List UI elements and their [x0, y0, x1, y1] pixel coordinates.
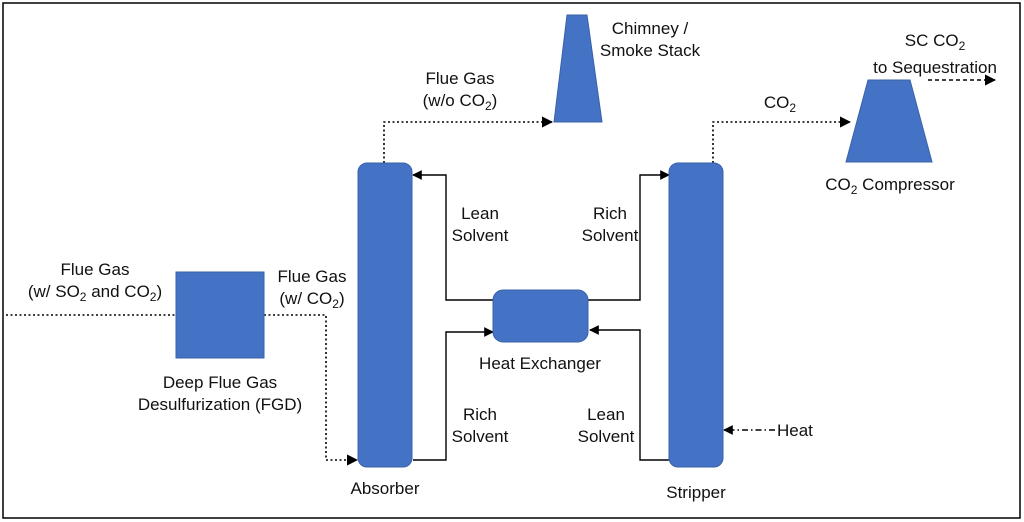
stripper-column — [668, 162, 724, 468]
co2-stream-label: CO2 — [763, 93, 797, 115]
flue-gas-out-line — [383, 116, 554, 163]
heat-label: Heat — [777, 421, 813, 440]
co2-product-line — [712, 116, 852, 163]
rich-solvent-to-stripper-line — [588, 170, 670, 301]
rich-solvent-top-label: Rich Solvent — [581, 204, 639, 245]
fgd-unit — [175, 271, 265, 359]
flue-gas-inlet-label: Flue Gas (w/ SO2 and CO2) — [27, 260, 163, 304]
lean-solvent-to-exchanger-line — [589, 325, 669, 461]
fgd-label: Deep Flue Gas Desulfurization (FGD) — [137, 373, 303, 414]
rich-solvent-bottom-label: Rich Solvent — [451, 405, 509, 446]
heat-exchanger-label: Heat Exchanger — [479, 354, 601, 373]
absorber-label: Absorber — [350, 479, 420, 498]
rich-solvent-to-exchanger-line — [413, 327, 494, 461]
flue-gas-out-label: Flue Gas (w/o CO2) — [422, 69, 498, 113]
heat-exchanger-unit — [492, 289, 589, 343]
lean-solvent-top-label: Lean Solvent — [451, 204, 509, 245]
absorber-column — [357, 162, 413, 468]
sc-co2-label: SC CO2 to Sequestration — [873, 31, 997, 77]
stripper-label: Stripper — [666, 483, 726, 502]
chimney-label: Chimney / Smoke Stack — [599, 19, 701, 60]
co2-compressor-label: CO2 Compressor — [825, 175, 955, 197]
flue-gas-co2-label: Flue Gas (w/ CO2) — [277, 267, 347, 311]
co2-compressor — [845, 79, 933, 163]
flue-gas-co2-line — [264, 314, 359, 466]
lean-solvent-to-absorber-line — [412, 170, 494, 301]
lean-solvent-bottom-label: Lean Solvent — [577, 405, 635, 446]
chimney — [553, 14, 603, 123]
